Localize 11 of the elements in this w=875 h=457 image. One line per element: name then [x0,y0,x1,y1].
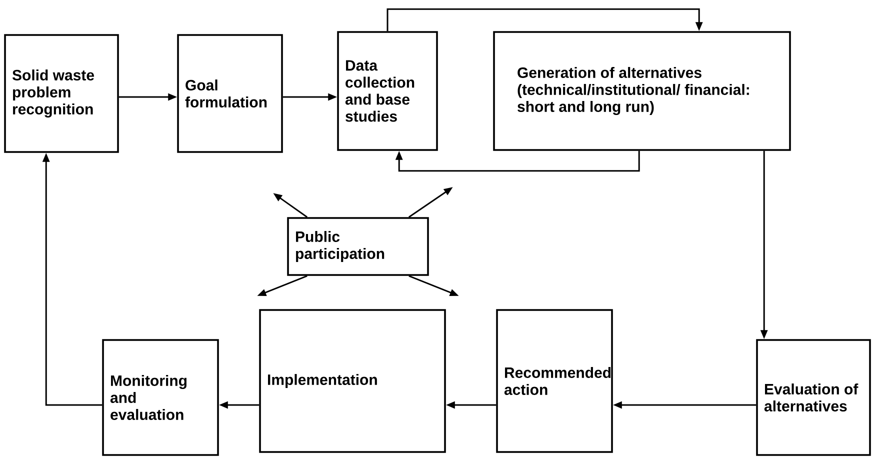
process-box: Evaluation of alternatives [756,339,871,456]
arrow [386,8,703,32]
process-box: Monitoring and evaluation [102,339,219,456]
process-box: Recommended action [496,309,613,453]
process-box: Goal formulation [177,34,283,153]
arrow [395,150,640,172]
process-box: Solid waste problem recognition [4,34,119,153]
process-box: Implementation [259,309,446,453]
process-box: Data collection and base studies [337,31,438,151]
process-box: Public participation [287,217,429,276]
process-box: Generation of alternatives (technical/institutional/ financial: short and long run) [493,31,791,151]
